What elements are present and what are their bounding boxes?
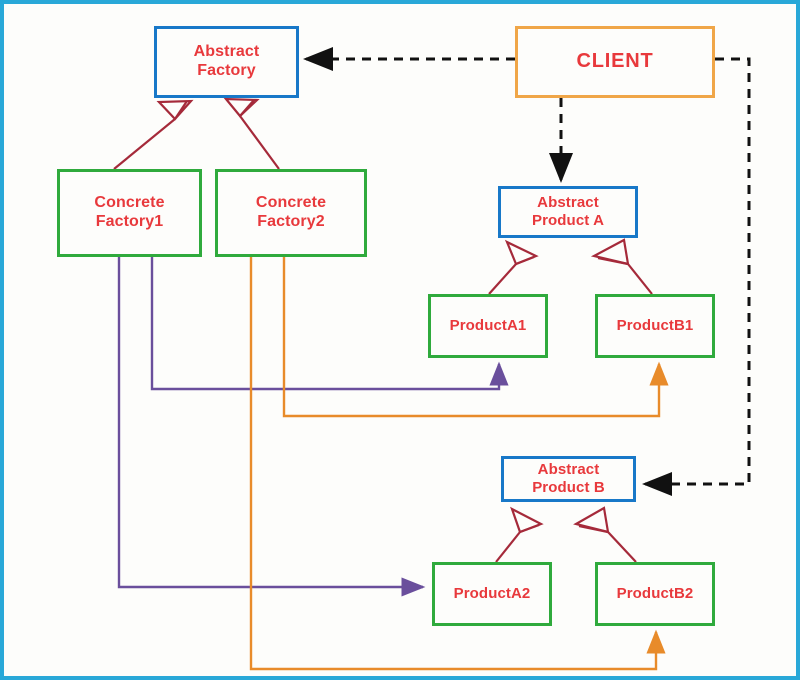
- connector-layer: [113, 47, 751, 671]
- node-abstract-product-a[interactable]: Abstract Product A: [498, 186, 638, 238]
- edge-generalization-productb1-abstract-product-a: [590, 238, 653, 295]
- edge-generalization-productb2-abstract-product-b: [573, 506, 637, 563]
- node-product-b1[interactable]: ProductB1: [595, 294, 715, 358]
- node-concrete-factory2[interactable]: Concrete Factory2: [215, 169, 367, 257]
- node-product-a1[interactable]: ProductA1: [428, 294, 548, 358]
- edge-generalization-cf2-abstract-factory: [223, 97, 280, 170]
- edge-generalization-cf1-abstract-factory: [113, 99, 194, 170]
- node-product-a2-label: ProductA2: [453, 585, 531, 603]
- node-product-b2-label: ProductB2: [616, 585, 694, 603]
- node-concrete-factory2-label: Concrete Factory2: [255, 194, 327, 230]
- node-client-label: CLIENT: [576, 50, 654, 73]
- node-abstract-product-b-label: Abstract Product B: [532, 461, 605, 496]
- edge-dependency-client-abstract-product-b: [642, 57, 751, 496]
- node-product-b2[interactable]: ProductB2: [595, 562, 715, 626]
- edge-creates-cf1-producta1: [150, 257, 509, 391]
- edge-generalization-producta2-abstract-product-b: [495, 506, 544, 563]
- node-product-a2[interactable]: ProductA2: [432, 562, 552, 626]
- node-abstract-factory[interactable]: Abstract Factory: [154, 26, 299, 98]
- node-concrete-factory1[interactable]: Concrete Factory1: [57, 169, 202, 257]
- edge-generalization-producta1-abstract-product-a: [488, 239, 539, 295]
- edge-creates-cf1-producta2: [117, 257, 426, 597]
- node-abstract-factory-label: Abstract Factory: [193, 43, 260, 79]
- node-concrete-factory1-label: Concrete Factory1: [94, 194, 165, 230]
- node-abstract-product-a-label: Abstract Product A: [531, 194, 604, 229]
- node-product-a1-label: ProductA1: [449, 317, 527, 335]
- node-abstract-product-b[interactable]: Abstract Product B: [501, 456, 636, 502]
- node-product-b1-label: ProductB1: [616, 317, 694, 335]
- edge-creates-cf2-productb2: [249, 257, 666, 671]
- edge-creates-cf2-productb1: [282, 257, 669, 418]
- node-client[interactable]: CLIENT: [515, 26, 715, 98]
